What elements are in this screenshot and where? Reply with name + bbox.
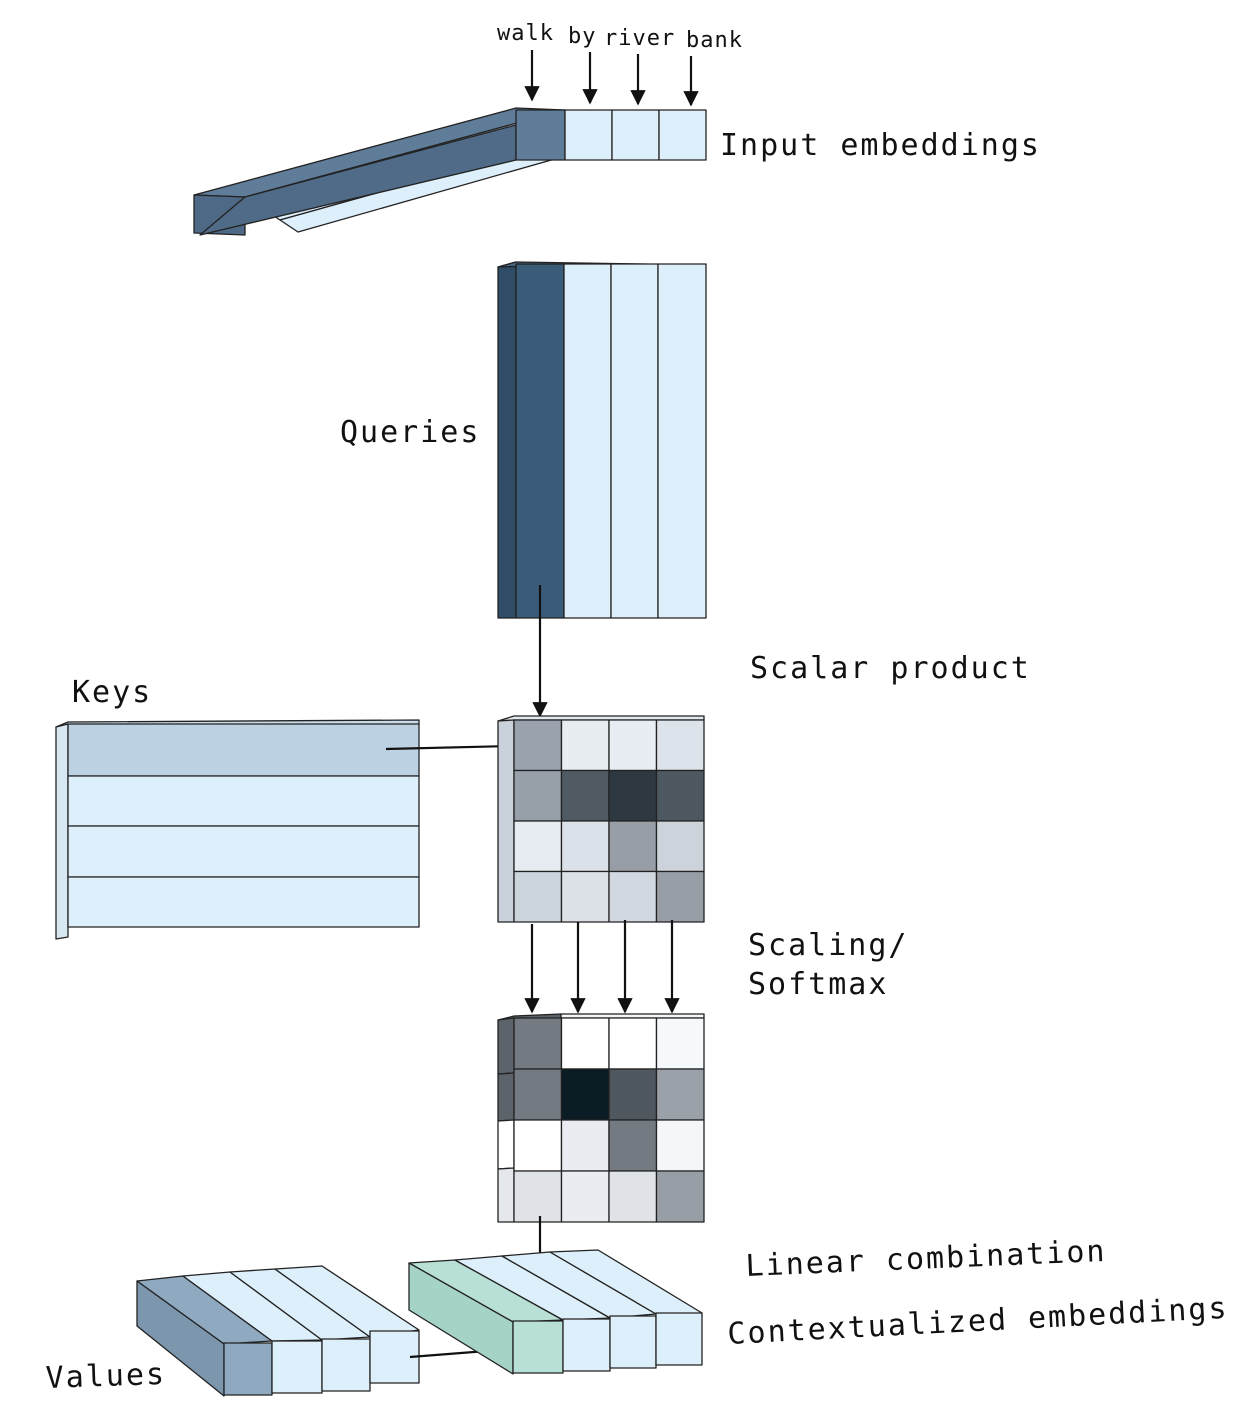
queries-side-face: [497, 261, 517, 619]
token-labels: walk by river bank: [497, 21, 743, 53]
contextualized-by: [562, 1318, 611, 1372]
scaling-label-line2: Softmax: [748, 967, 888, 1002]
softmax-side-face-2: [497, 1072, 515, 1122]
scalar-product-cell-r2-c2: [560, 769, 610, 822]
softmax-cell-r4-c4: [655, 1170, 705, 1223]
scalar-product-cell-r1-c3: [608, 719, 658, 772]
values-top-cell-4: [274, 1265, 420, 1338]
queries-label: Queries: [340, 415, 480, 450]
contextualized-river: [609, 1315, 657, 1369]
softmax-side-face-4: [497, 1167, 515, 1223]
softmax-cell-r3-c2: [560, 1119, 610, 1172]
input-embeddings-label: Input embeddings: [720, 128, 1041, 163]
softmax-cell-r2-c2: [560, 1068, 610, 1121]
scalar-product-cell-r2-c3: [608, 769, 658, 822]
contextualized-embeddings-label: Contextualized embeddings: [727, 1291, 1230, 1352]
scalar-product-cell-r4-c4: [655, 870, 705, 923]
value-by: [271, 1340, 323, 1394]
key-walk: [67, 723, 420, 777]
contextualized-block: [408, 1249, 703, 1375]
softmax-cell-r4-c3: [608, 1170, 658, 1223]
softmax-cell-r2-c4: [655, 1068, 705, 1121]
scalar-product-label: Scalar product: [750, 651, 1031, 686]
key-by: [67, 775, 420, 827]
softmax-cell-r4-c2: [560, 1170, 610, 1223]
scalar-product-cell-r2-c4: [655, 769, 705, 822]
scalar-product-cell-r1-c2: [560, 719, 610, 772]
softmax-cell-r2-c3: [608, 1068, 658, 1121]
queries-block: [497, 261, 707, 619]
softmax-cell-r2-c1: [513, 1068, 563, 1121]
token-bank-label: bank: [686, 28, 743, 53]
scalar-product-cell-r4-c3: [608, 870, 658, 923]
contextualized-walk: [512, 1320, 564, 1374]
scalar-product-cell-r3-c3: [608, 820, 658, 873]
linear-combination-label: Linear combination: [745, 1234, 1107, 1284]
keys-side-face: [55, 723, 69, 940]
input-embedding-by: [564, 109, 613, 161]
scalar-product-cell-r4-c1: [513, 870, 563, 923]
token-walk-label: walk: [497, 21, 554, 46]
scalar-product-side-face: [497, 719, 515, 923]
query-by: [563, 263, 612, 619]
scalar-product-cell-r2-c1: [513, 769, 563, 822]
value-walk: [223, 1342, 273, 1396]
softmax-side-face: [497, 1017, 515, 1075]
softmax-cell-r1-c4: [655, 1017, 705, 1070]
query-river: [610, 263, 659, 619]
values-label: Values: [45, 1357, 167, 1396]
scalar-product-cells: [513, 719, 705, 923]
softmax-cell-r3-c1: [513, 1119, 563, 1172]
key-river: [67, 825, 420, 878]
token-by-label: by: [568, 24, 597, 49]
value-river: [321, 1338, 371, 1392]
token-river-label: river: [604, 26, 675, 51]
softmax-matrix: [497, 1013, 705, 1223]
scaling-label-line1: Scaling/: [748, 928, 909, 963]
query-walk: [515, 263, 565, 619]
scalar-product-matrix: [497, 715, 705, 923]
scalar-product-cell-r1-c1: [513, 719, 563, 772]
softmax-cell-r3-c3: [608, 1119, 658, 1172]
keys-block: [55, 719, 420, 940]
softmax-cell-r1-c2: [560, 1017, 610, 1070]
input-embedding-walk: [515, 109, 566, 161]
softmax-cell-r4-c1: [513, 1170, 563, 1223]
contextualized-bank: [655, 1312, 703, 1366]
values-side-face: [136, 1280, 225, 1397]
softmax-cell-r1-c1: [513, 1017, 563, 1070]
keys-label: Keys: [72, 675, 152, 710]
input-embedding-bank: [658, 109, 707, 161]
token-arrows: [524, 50, 699, 107]
softmax-cell-r1-c3: [608, 1017, 658, 1070]
key-bank: [67, 876, 420, 928]
softmax-cell-r3-c4: [655, 1119, 705, 1172]
softmax-cells: [513, 1017, 705, 1223]
scalar-product-cell-r3-c4: [655, 820, 705, 873]
scalar-to-softmax-arrows: [524, 920, 680, 1014]
softmax-side-face-3: [497, 1119, 515, 1170]
input-embedding-river: [611, 109, 660, 161]
scalar-product-cell-r4-c2: [560, 870, 610, 923]
scalar-product-cell-r1-c4: [655, 719, 705, 772]
input-embeddings-block: [193, 107, 707, 236]
query-bank: [657, 263, 707, 619]
values-block: [136, 1265, 420, 1397]
keys-to-scalar-arrow: [385, 738, 514, 755]
scalar-product-cell-r3-c1: [513, 820, 563, 873]
contextualized-side-face: [408, 1262, 514, 1375]
scalar-product-cell-r3-c2: [560, 820, 610, 873]
